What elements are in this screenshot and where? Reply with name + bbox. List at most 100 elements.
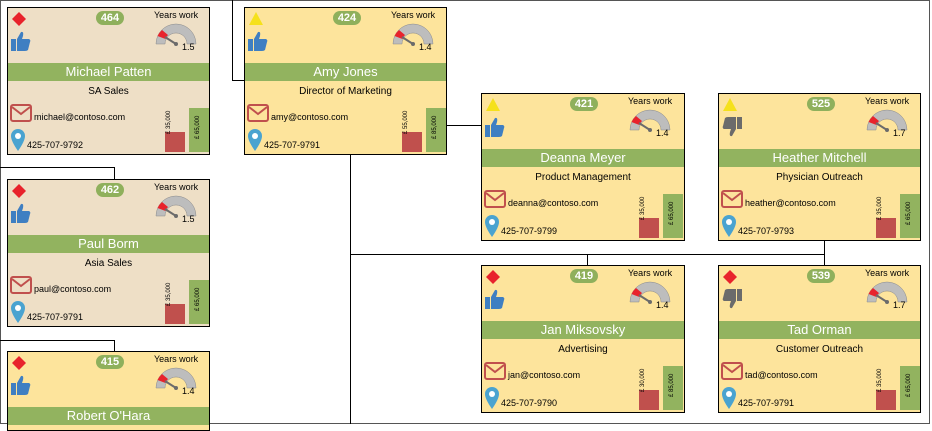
employee-email[interactable]: paul@contoso.com [34, 284, 112, 294]
salary-label-current: £ 55,000 [403, 110, 409, 134]
employee-name: Paul Borm [8, 235, 209, 253]
employee-title: Asia Sales [84, 258, 133, 269]
salary-bar-target [189, 108, 209, 152]
employee-email[interactable]: amy@contoso.com [271, 112, 349, 122]
employee-name: Heather Mitchell [719, 149, 920, 167]
red-diamond-icon [12, 184, 26, 198]
yellow-triangle-icon [723, 98, 737, 112]
years-work-value: 1.4 [182, 386, 195, 396]
salary-bar-current [876, 218, 896, 238]
employee-id-badge: 424 [333, 11, 361, 25]
employee-email[interactable]: michael@contoso.com [34, 112, 126, 122]
connector-line [0, 340, 115, 341]
salary-label-current: £ 30,000 [640, 368, 646, 392]
red-diamond-icon [486, 270, 500, 284]
email-icon [721, 362, 743, 380]
salary-label-current: £ 35,000 [877, 196, 883, 220]
connector-line [350, 155, 351, 424]
email-icon [10, 104, 32, 122]
salary-bar-current [639, 218, 659, 238]
gauge-icon [864, 278, 910, 304]
employee-id-badge: 419 [570, 269, 598, 283]
thumbs-up-icon [10, 30, 32, 52]
thumbs-up-icon [10, 202, 32, 224]
employee-id-badge: 415 [96, 355, 124, 369]
location-pin-icon [722, 215, 736, 237]
salary-bar-target [663, 194, 683, 238]
salary-bar-current [165, 132, 185, 152]
thumbs-up-icon [247, 30, 269, 52]
years-work-value: 1.4 [656, 128, 669, 138]
red-diamond-icon [723, 270, 737, 284]
gauge-icon [153, 192, 199, 218]
location-pin-icon [11, 301, 25, 323]
years-work-label: Years work [865, 268, 910, 278]
salary-label-current: £ 35,000 [166, 282, 172, 306]
salary-bar-target [189, 280, 209, 324]
salary-bar-current [165, 304, 185, 324]
years-work-value: 1.5 [182, 42, 195, 52]
email-icon [721, 190, 743, 208]
connector-line [114, 167, 115, 180]
employee-phone: 425-707-9792 [27, 140, 84, 150]
gauge-icon [627, 278, 673, 304]
employee-phone: 425-707-9791 [27, 312, 84, 322]
location-pin-icon [248, 129, 262, 151]
employee-email[interactable]: jan@contoso.com [508, 370, 581, 380]
location-pin-icon [485, 215, 499, 237]
salary-label-target: £ 85,000 [432, 115, 438, 139]
salary-bar-target [663, 366, 683, 410]
salary-label-target: £ 65,000 [195, 115, 201, 139]
red-diamond-icon [12, 12, 26, 26]
connector-line [447, 125, 481, 126]
years-work-label: Years work [154, 182, 199, 192]
salary-bar-target [426, 108, 446, 152]
gauge-icon [627, 106, 673, 132]
years-work-value: 1.4 [656, 300, 669, 310]
employee-email[interactable]: deanna@contoso.com [508, 198, 599, 208]
employee-name: Deanna Meyer [482, 149, 684, 167]
salary-bar-current [639, 390, 659, 410]
years-work-value: 1.7 [893, 128, 906, 138]
salary-label-target: £ 65,000 [906, 201, 912, 225]
email-icon [484, 190, 506, 208]
email-icon [484, 362, 506, 380]
thumbs-down-icon [721, 116, 743, 138]
salary-label-current: £ 35,000 [877, 368, 883, 392]
location-pin-icon [722, 387, 736, 409]
employee-name: Robert O'Hara [8, 407, 209, 425]
email-icon [10, 276, 32, 294]
salary-label-current: £ 35,000 [640, 196, 646, 220]
salary-bar-current [402, 132, 422, 152]
salary-label-target: £ 65,000 [906, 373, 912, 397]
employee-id-badge: 462 [96, 183, 124, 197]
employee-email[interactable]: tad@contoso.com [745, 370, 818, 380]
gauge-icon [864, 106, 910, 132]
employee-name: Tad Orman [719, 321, 920, 339]
employee-title: SA Sales [88, 86, 129, 97]
years-work-label: Years work [154, 354, 199, 364]
connector-line [587, 254, 588, 266]
employee-email[interactable]: heather@contoso.com [745, 198, 836, 208]
thumbs-down-icon [721, 288, 743, 310]
employee-title: Advertising [558, 344, 608, 355]
employee-id-badge: 525 [807, 97, 835, 111]
employee-title: Product Management [535, 172, 631, 183]
salary-bar-target [900, 194, 920, 238]
connector-line [0, 167, 115, 168]
thumbs-up-icon [484, 116, 506, 138]
employee-title: Director of Marketing [299, 86, 392, 97]
salary-label-target: £ 65,000 [195, 287, 201, 311]
location-pin-icon [11, 129, 25, 151]
employee-id-badge: 464 [96, 11, 124, 25]
employee-id-badge: 539 [807, 269, 835, 283]
thumbs-up-icon [10, 374, 32, 396]
